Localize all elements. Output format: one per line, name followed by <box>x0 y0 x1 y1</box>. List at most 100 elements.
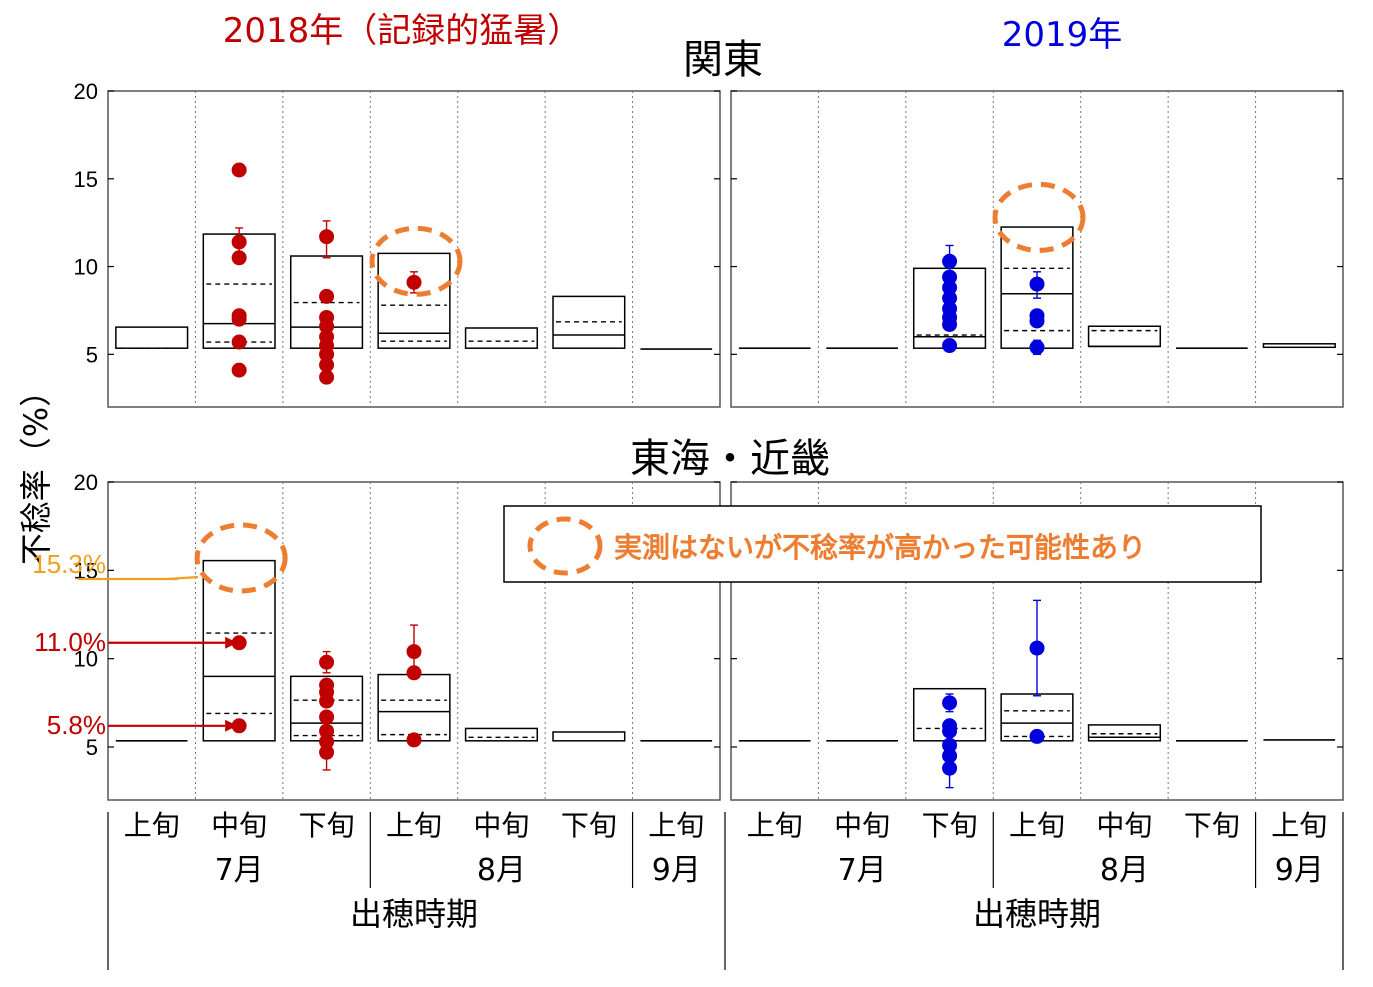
highlight-dashed-circle-icon <box>194 522 288 594</box>
panel-4 <box>730 481 1344 801</box>
box-rect <box>115 326 189 349</box>
box-rect <box>552 731 626 742</box>
y-tick-label: 20 <box>74 470 98 495</box>
data-point <box>942 280 958 296</box>
legend-text: 実測はないが不稔率が高かった可能性あり <box>614 531 1146 564</box>
data-point <box>406 665 422 681</box>
data-point <box>319 346 335 362</box>
data-point <box>1029 313 1045 329</box>
data-point <box>319 229 335 245</box>
x-month-label: 7月 <box>215 853 264 888</box>
annotation-label: 15.3% <box>32 549 106 579</box>
data-point <box>406 644 422 660</box>
data-point <box>942 316 958 332</box>
plot-frame <box>730 481 1344 801</box>
x-period-label: 上旬 <box>124 809 180 842</box>
x-month-label: 9月 <box>652 853 701 888</box>
region-title-kanto: 関東 <box>683 37 763 83</box>
x-period-label: 下旬 <box>299 809 355 842</box>
data-point <box>942 269 958 285</box>
y-tick-label: 10 <box>74 255 98 280</box>
data-point <box>942 253 958 269</box>
data-point <box>319 357 335 373</box>
y-tick-label: 5 <box>86 735 98 760</box>
x-period-label: 中旬 <box>1096 809 1152 842</box>
data-point <box>942 760 958 776</box>
x-period-label: 中旬 <box>834 809 890 842</box>
legend: 実測はないが不稔率が高かった可能性あり <box>503 505 1262 583</box>
data-point <box>231 162 247 178</box>
data-point <box>406 732 422 748</box>
x-month-label: 8月 <box>1100 853 1149 888</box>
data-point <box>319 318 335 334</box>
data-point <box>942 290 958 306</box>
x-period-label: 下旬 <box>561 809 617 842</box>
box-rect <box>464 327 539 349</box>
data-point <box>319 693 335 709</box>
x-month-label: 7月 <box>838 853 887 888</box>
x-period-label: 上旬 <box>386 809 442 842</box>
data-point <box>231 362 247 378</box>
box-rect <box>1262 343 1336 349</box>
annotation-label: 11.0% <box>34 627 106 657</box>
data-point <box>319 723 335 739</box>
y-axis-label: 不稔率（%） <box>17 375 55 565</box>
legend-dashed-circle-icon <box>527 516 603 576</box>
data-point <box>942 737 958 753</box>
x-axis-title: 出穂時期 <box>350 895 478 933</box>
data-point <box>319 709 335 725</box>
highlight-dashed-circle-icon <box>992 181 1086 253</box>
data-point <box>319 654 335 670</box>
year-right-title: 2019年 <box>1002 15 1123 55</box>
year-left-title: 2018年（記録的猛暑） <box>223 11 582 51</box>
x-period-label: 下旬 <box>1184 809 1240 842</box>
annotation-arrow-icon <box>167 575 199 581</box>
data-point <box>1029 339 1045 355</box>
data-point <box>942 695 958 711</box>
box-rect <box>202 559 276 742</box>
legend-box <box>503 505 1262 583</box>
data-point <box>942 338 958 354</box>
box-rect <box>464 727 539 742</box>
data-point <box>231 234 247 250</box>
x-period-label: 中旬 <box>473 809 529 842</box>
data-point <box>1029 640 1045 656</box>
data-point <box>1029 276 1045 292</box>
x-period-label: 上旬 <box>1009 809 1065 842</box>
x-axis-title: 出穂時期 <box>973 895 1101 933</box>
x-month-label: 8月 <box>477 853 526 888</box>
box-rect <box>1087 325 1162 348</box>
panel-1: 5 10 15 20 <box>74 79 721 408</box>
y-tick-label: 5 <box>86 342 98 367</box>
data-point <box>319 744 335 760</box>
highlight-dashed-circle-icon <box>369 225 463 297</box>
x-period-label: 中旬 <box>211 809 267 842</box>
panel-2 <box>730 90 1344 408</box>
data-point <box>406 274 422 290</box>
y-tick-label: 10 <box>74 647 98 672</box>
data-point <box>1029 728 1045 744</box>
x-period-label: 上旬 <box>648 809 704 842</box>
data-point <box>231 250 247 266</box>
region-title-tokai-kinki: 東海・近畿 <box>630 436 830 482</box>
x-month-label: 9月 <box>1275 853 1324 888</box>
data-point <box>231 718 247 734</box>
annotation-arrowhead-icon <box>225 719 238 732</box>
box-rect <box>377 252 451 349</box>
data-point <box>319 288 335 304</box>
box-rect <box>377 673 451 742</box>
plot-frame <box>107 481 721 801</box>
x-period-label: 上旬 <box>747 809 803 842</box>
annotation-label: 5.8% <box>47 710 106 740</box>
data-point <box>319 369 335 385</box>
y-tick-label: 20 <box>74 79 98 104</box>
data-point <box>942 723 958 739</box>
data-point <box>231 311 247 327</box>
annotation-arrowhead-icon <box>225 636 238 649</box>
y-tick-label: 15 <box>74 167 98 192</box>
box-rect <box>1087 724 1162 742</box>
